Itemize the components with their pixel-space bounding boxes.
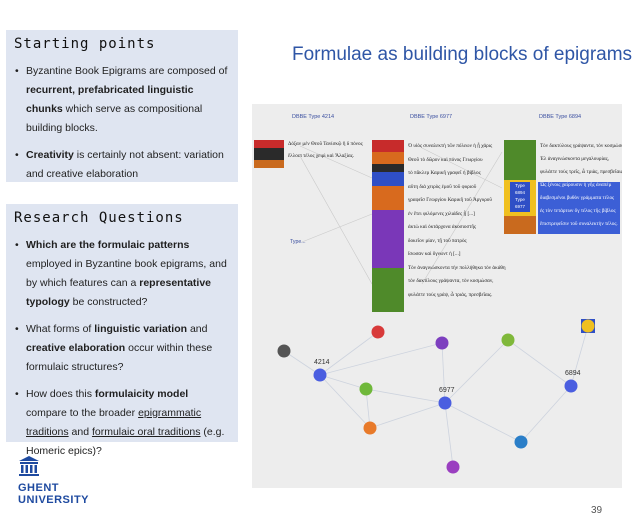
col3-line: ἐς τὸν τετάρτων ὄγ τέλος τῆς βίβλος — [540, 208, 616, 214]
graph-node[interactable] — [446, 460, 460, 474]
graph-edge — [319, 374, 371, 429]
graph-edge — [319, 342, 443, 376]
col3-line: διαβεσμένοι βυθὸν γράμματα τέλος — [540, 195, 615, 201]
graph-node-label: 4214 — [314, 359, 330, 366]
col3-block-orange — [504, 216, 536, 234]
col2-line: Ὁ υἱὸς συναλεκτὴ τῶν πόλεων ἡ ᾖ χάρις — [408, 143, 493, 149]
starting-point-item: Byzantine Book Epigrams are composed of … — [15, 62, 230, 138]
graph-nodes: 4214 6977 6894 — [277, 319, 595, 474]
graph-edge — [441, 342, 446, 404]
graph-node-label: 6894 — [565, 370, 581, 377]
research-question-item: How does this formulaicity model compare… — [15, 385, 230, 461]
graph-edge — [283, 350, 321, 376]
graph-edge — [444, 402, 522, 443]
col2-line: γραφεῖσ Γεωργίου Καρικῆ τοῦ Ἀργυροῦ — [408, 197, 492, 203]
formulae-figure: 4214 6977 6894 DBBE Type 4214 DBBE Type 69… — [252, 104, 622, 488]
col2-line: Τὸν ἀναγινώσκοντα τὴν πολλήθηκα τὸν ἀκάθ… — [408, 264, 506, 271]
graph-node[interactable] — [277, 344, 291, 358]
col2-block-purple — [372, 210, 404, 268]
col3-line: ἔπιστρεφεῖσιν τοῦ συναλεκτὴν τέλος. — [540, 221, 618, 227]
col1-line: ἔλλοιπ τέλος χειρὶ καὶ Ἄλαξίας. — [288, 153, 355, 159]
col2-line: ἀκτὼ καὶ ὁκτάρχονα ἀκοσιοστῆς — [408, 224, 477, 230]
graph-node-label: 6977 — [439, 387, 455, 394]
graph-node[interactable] — [435, 336, 449, 350]
graph-edge — [520, 385, 572, 443]
university-line1: GHENT — [18, 482, 59, 494]
col2-line: τὸ πᾶκλερ Καρικῆ γραφεῖ ἡ βίβλος — [408, 170, 481, 176]
col1-block-orange — [254, 160, 284, 168]
col3-line: φυλάττε τοὺς τρεῖς, ὦ τριὰς, πρεσβεῖαις. — [540, 169, 622, 175]
graph-edge — [369, 402, 446, 429]
research-questions-heading: Research Questions — [14, 210, 184, 226]
page-number: 39 — [591, 505, 603, 516]
col3-block-green — [504, 140, 536, 180]
university-line2: UNIVERSITY — [18, 494, 90, 506]
ghent-university-logo: GHENT UNIVERSITY — [18, 455, 89, 506]
graph-edge — [319, 374, 367, 390]
col3-highlight — [538, 182, 620, 234]
graph-edge — [365, 388, 371, 429]
starting-point-item: Creativity is certainly not absent: vari… — [15, 146, 230, 184]
graph-edge — [365, 388, 446, 404]
col3-title: DBBE Type 6894 — [539, 114, 582, 120]
graph-node[interactable] — [514, 435, 528, 449]
starting-points-heading: Starting points — [14, 36, 156, 52]
graph-edge — [507, 339, 572, 387]
col2-line: αὕτη διὰ χειρὸς ἐμοῦ τοῦ φυριοῦ — [408, 183, 477, 190]
col2-line: φυλάττε τοὺς γράψ, ὦ τριάς, πρεσβεῖαις. — [408, 291, 493, 298]
graph-edges — [283, 325, 589, 468]
graph-node[interactable] — [363, 421, 377, 435]
network-graph: 4214 6977 6894 — [277, 145, 595, 474]
col2-line: ἴσωσαν καὶ ὄγνωντ ἡ [...] — [408, 251, 461, 257]
col3-line: Ὡς ξένοις χαίρουσιν ἡ γῆς ἀναπέμ — [540, 182, 612, 188]
research-question-item: Which are the formulaic patterns employe… — [15, 236, 230, 312]
col2-line: δοκεῖον μίαν, τῇ τοῦ πατρὸς — [408, 237, 467, 244]
graph-node[interactable] — [564, 379, 578, 393]
research-questions-panel: Research Questions Which are the formula… — [6, 204, 238, 457]
research-question-item: What forms of linguistic variation and c… — [15, 320, 230, 377]
col2-block-blue — [372, 172, 404, 186]
graph-edge — [444, 402, 454, 468]
graph-node[interactable] — [313, 368, 327, 382]
graph-node[interactable] — [438, 396, 452, 410]
graph-edge — [444, 339, 509, 404]
university-building-icon — [19, 456, 39, 476]
graph-edge — [570, 325, 589, 387]
graph-node[interactable] — [581, 319, 595, 333]
col2-block-red — [372, 140, 404, 152]
graph-edge — [319, 331, 379, 376]
starting-points-panel: Starting points Byzantine Book Epigrams … — [6, 30, 238, 182]
col2-block-dark — [372, 164, 404, 172]
col1-block-red — [254, 140, 284, 148]
alignment-connectors — [299, 145, 503, 285]
graph-node[interactable] — [501, 333, 515, 347]
col3-line: Τὸν δακτύλους γράψαντα, τὸν κοσμώσαν, — [540, 143, 622, 149]
col2-title: DBBE Type 6977 — [410, 114, 453, 120]
graph-node[interactable] — [359, 382, 373, 396]
col2-block-green — [372, 268, 404, 312]
col2-line: ἐν ἔτει φιλόμενες χιλιάδες ᾖ [...] — [408, 210, 475, 217]
col1-type-label: Type... — [290, 239, 306, 245]
col1-line: Δόξαν μὲν Θεοῦ Τανίσκῷ ἢ δ πόνος — [288, 141, 363, 147]
graph-node[interactable] — [371, 325, 385, 339]
col2-line: τὸν δακτίλους γράψαντα, τὸν κοσμώσαν, — [408, 278, 494, 284]
col2-line: Θεοῦ τὸ δῶρον καὶ πόνος Γεωργίου — [408, 156, 483, 163]
col1-title: DBBE Type 4214 — [292, 114, 335, 120]
col1-block-dark — [254, 148, 284, 160]
col3-line: Ἐλ ἀναγινώσκοντα μεγαλουρίας, — [540, 156, 609, 162]
col2-block-orange — [372, 152, 404, 164]
col2-block-orange2 — [372, 186, 404, 210]
slide-title: Formulae as building blocks of epigrams — [292, 44, 633, 65]
